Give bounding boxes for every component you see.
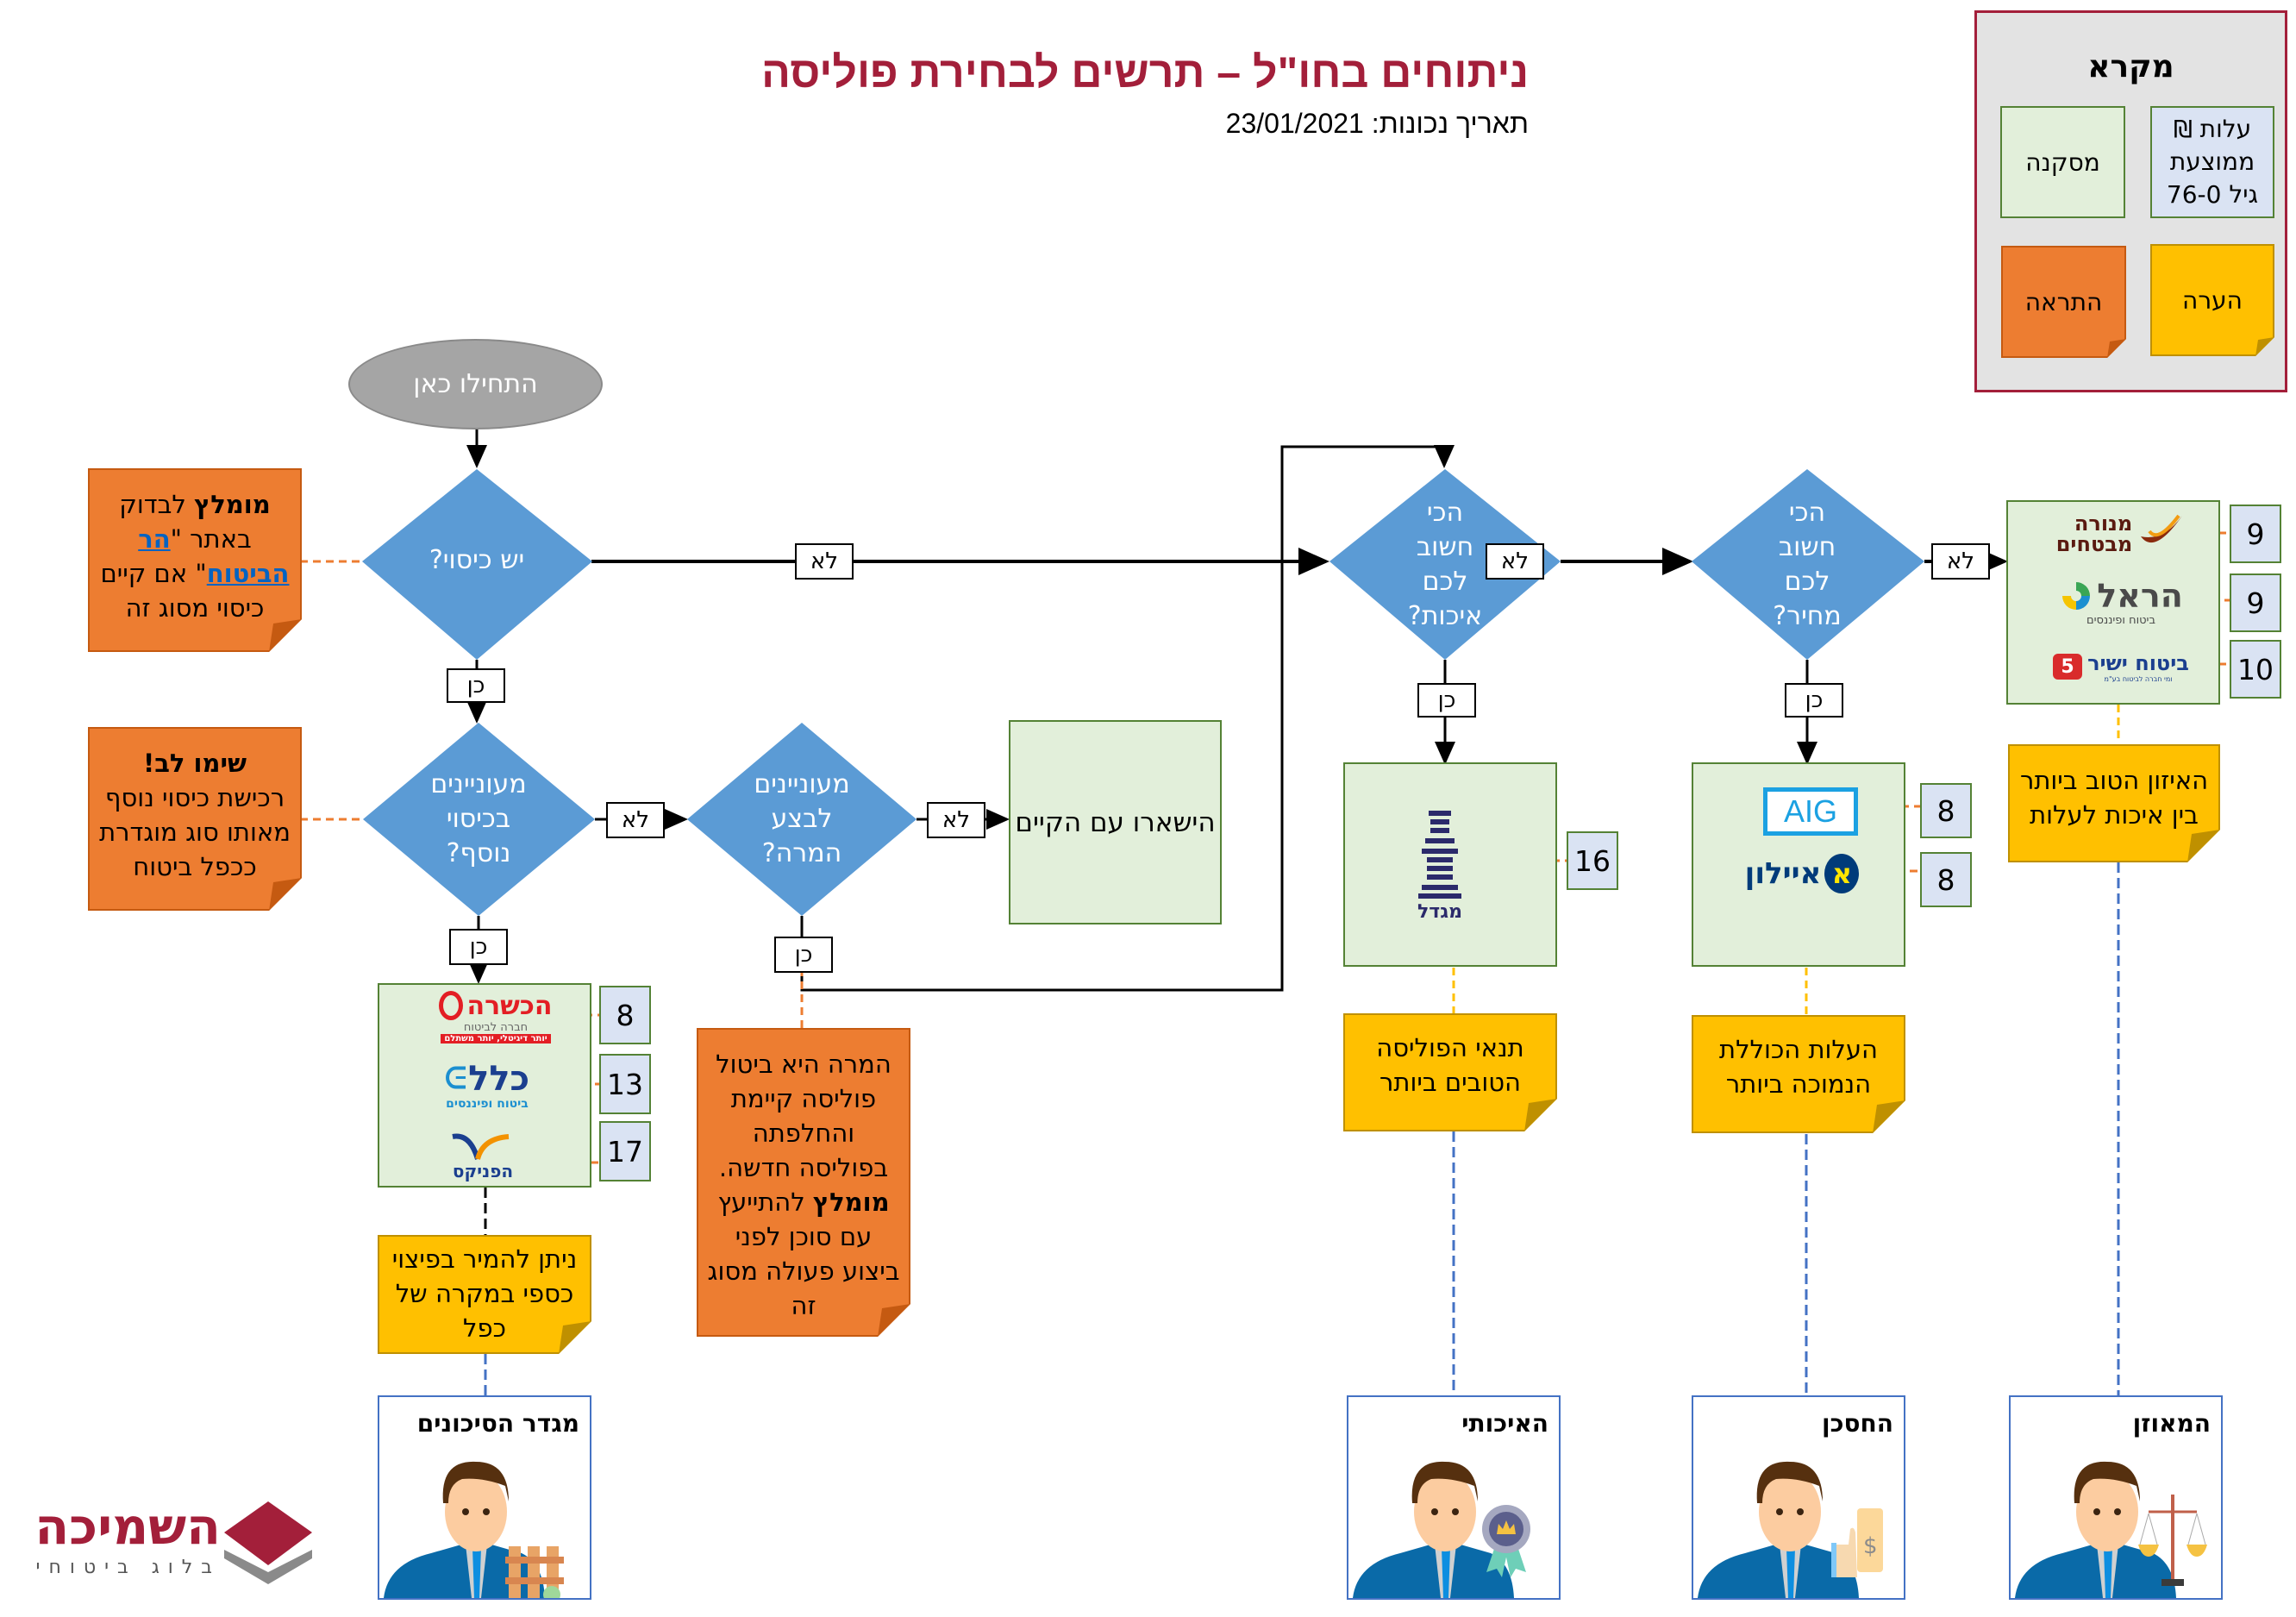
legend-cost: עלות ₪ ממוצעת גיל 76-0 xyxy=(2150,106,2274,218)
cost-badge-ayalon: 8 xyxy=(1920,852,1972,907)
label-yes-additional: כן xyxy=(449,929,508,965)
clal-icon: ᕮ xyxy=(444,1062,467,1096)
note-price: העלות הכוללת הנמוכה ביותר xyxy=(1692,1015,1905,1133)
decision-has-coverage xyxy=(362,469,592,660)
label-no-has-coverage: לא xyxy=(795,543,854,580)
har-habituach-link[interactable]: הר xyxy=(138,524,171,554)
fence-icon xyxy=(505,1546,564,1598)
warning-check-har-habituach: מומלץ לבדוק באתר "הר הביטוח" אם קיים כיס… xyxy=(88,468,302,652)
svg-text:$: $ xyxy=(1863,1533,1878,1559)
page-fold-icon xyxy=(1524,1099,1557,1131)
page-fold-icon xyxy=(2107,339,2126,358)
page-fold-icon xyxy=(559,1321,591,1354)
note-additional-coverage: ניתן להמיר בפיצוי כספי במקרה של כפל xyxy=(378,1235,591,1354)
label-no-price: לא xyxy=(1931,543,1990,580)
start-terminal: התחילו כאן xyxy=(348,339,603,429)
page-fold-icon xyxy=(878,1304,910,1337)
label-no-additional: לא xyxy=(606,802,665,838)
menora-icon xyxy=(2141,514,2183,543)
persona-balanced: המאוזן xyxy=(2009,1395,2223,1600)
persona-quality-seeker: האיכותי xyxy=(1347,1395,1561,1600)
cost-badge-hachshara: 8 xyxy=(599,986,651,1044)
brand-logo: השמיכה בלוג ביטוחי xyxy=(24,1496,317,1591)
scales-icon xyxy=(2138,1495,2207,1586)
decision-has-coverage-text: יש כיסוי? xyxy=(429,545,525,575)
harel-icon xyxy=(2062,581,2091,610)
blanket-logo-icon xyxy=(224,1501,312,1584)
hachshara-icon xyxy=(439,991,464,1020)
logo-migdal: מגדל xyxy=(1405,806,1474,927)
page-title: ניתוחים בחו"ל – תרשים לבחירת פוליסה xyxy=(761,48,1529,97)
cost-badge-migdal: 16 xyxy=(1567,831,1618,890)
price-tag-thumbs-up-icon: $ xyxy=(1831,1508,1883,1577)
warning-double-insurance: שימו לב! רכישת כיסוי נוסף מאותו סוג מוגד… xyxy=(88,727,302,911)
decision-quality xyxy=(1329,469,1561,660)
cost-badge-clal: 13 xyxy=(599,1054,651,1114)
logo-harel: הראל ביטוח ופיננסים xyxy=(2052,572,2190,632)
decision-switch-policy xyxy=(687,723,917,916)
conclusion-balanced xyxy=(2006,500,2220,705)
decision-price xyxy=(1692,469,1924,660)
validity-date: תאריך נכונות: 23/01/2021 xyxy=(1225,108,1529,139)
logo-clal: כלל ᕮ ביטוח ופיננסים xyxy=(444,1059,530,1111)
label-yes-price: כן xyxy=(1785,683,1843,718)
award-ribbon-icon xyxy=(1482,1505,1530,1577)
ayalon-icon: א xyxy=(1824,853,1860,893)
warning-switch-explanation: המרה היא ביטול פוליסה קיימת והחלפתה בפול… xyxy=(697,1028,910,1337)
cost-badge-phoenix: 17 xyxy=(599,1121,651,1181)
cost-badge-menora: 9 xyxy=(2230,505,2281,563)
persona-risk-hedger: מגדר הסיכונים xyxy=(378,1395,591,1600)
decision-price-text: הכי חשוב לכם מחיר? xyxy=(1773,498,1842,631)
cost-badge-bituach-yashir: 10 xyxy=(2230,640,2281,699)
cost-badge-harel: 9 xyxy=(2230,573,2281,632)
conclusion-quality xyxy=(1343,762,1557,967)
legend-note: הערה xyxy=(2150,244,2274,356)
label-yes-has-coverage: כן xyxy=(447,668,505,703)
legend-warning: התראה xyxy=(2001,246,2126,358)
connector-d3-yes-loop xyxy=(800,445,1455,992)
decision-additional-coverage-text: מעוניינים בכיסוי נוסף? xyxy=(430,769,527,868)
decision-switch-policy-text: מעוניינים לבצע המרה? xyxy=(754,769,850,868)
label-no-quality: לא xyxy=(1486,543,1544,580)
label-yes-quality: כן xyxy=(1417,683,1476,718)
migdal-tower-icon xyxy=(1418,811,1461,899)
decision-quality-text: הכי חשוב לכם איכות? xyxy=(1407,498,1483,631)
businessman-icon xyxy=(1353,1461,1530,1598)
logo-aig: AIG xyxy=(1763,787,1858,836)
businessman-icon: $ xyxy=(1698,1461,1883,1598)
page-fold-icon xyxy=(1873,1100,1905,1133)
har-habituach-link-2[interactable]: הביטוח xyxy=(206,559,290,588)
conclusion-additional-coverage xyxy=(378,983,591,1188)
conclusion-stay-with-existing: הישארו עם הקיים xyxy=(1009,720,1222,924)
page-fold-icon xyxy=(2255,337,2274,356)
businessman-icon xyxy=(384,1461,564,1598)
logo-hachshara: הכשרה חברה לביטוח יותר דיגיטלי, יותר משת… xyxy=(427,990,565,1044)
logo-ayalon: א איילון xyxy=(1733,849,1871,897)
label-no-switch: לא xyxy=(927,802,985,838)
legend-conclusion: מסקנה xyxy=(2000,106,2125,218)
legend: מקרא עלות ₪ ממוצעת גיל 76-0 מסקנה הערה ה… xyxy=(1974,10,2287,392)
note-balanced: האיזון הטוב ביותר בין איכות לעלות xyxy=(2008,744,2220,862)
persona-saver: החסכן $ xyxy=(1692,1395,1905,1600)
logo-menora: מנורה מבטחים xyxy=(2048,509,2194,559)
phoenix-icon xyxy=(452,1133,510,1160)
logo-phoenix: הפניקס xyxy=(422,1125,543,1186)
cost-badge-aig: 8 xyxy=(1920,783,1972,838)
page-fold-icon xyxy=(2187,830,2220,862)
page-fold-icon xyxy=(269,878,302,911)
page-fold-icon xyxy=(269,619,302,652)
bituach-yashir-badge: 5 xyxy=(2053,654,2083,680)
note-quality: תנאי הפוליסה הטובים ביותר xyxy=(1343,1013,1557,1131)
decision-additional-coverage xyxy=(363,723,595,916)
label-yes-switch: כן xyxy=(774,937,833,973)
businessman-icon xyxy=(2015,1461,2207,1598)
logo-bituach-yashir: ביטוח ישיר ומי חברה לביטוח בע"מ 5 xyxy=(2043,645,2199,688)
